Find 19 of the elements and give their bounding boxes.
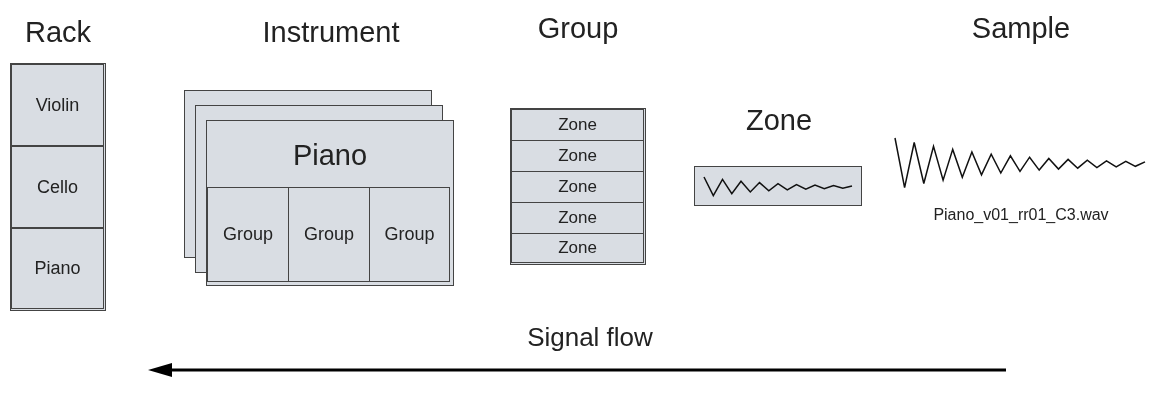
instrument-slot: Piano bbox=[11, 228, 104, 309]
column-heading: Sample bbox=[970, 11, 1072, 46]
column-heading: Instrument bbox=[261, 15, 401, 50]
instrument-slot: Cello bbox=[11, 146, 104, 228]
column-heading: Zone bbox=[744, 103, 814, 138]
zone-row: Zone bbox=[511, 202, 644, 234]
instrument-name: Piano bbox=[291, 138, 369, 173]
column-heading: Rack bbox=[23, 15, 93, 50]
flow-label: Signal flow bbox=[526, 322, 654, 353]
column-heading: Group bbox=[536, 11, 620, 46]
zone-row: Zone bbox=[511, 233, 644, 263]
zone-row: Zone bbox=[511, 140, 644, 172]
group-cell: Group bbox=[207, 187, 289, 282]
file-name: Piano_v01_rr01_C3.wav bbox=[932, 206, 1110, 224]
group-cell: Group bbox=[369, 187, 450, 282]
instrument-slot: Violin bbox=[11, 64, 104, 146]
zone-row: Zone bbox=[511, 171, 644, 203]
zone-row: Zone bbox=[511, 109, 644, 141]
group-cell: Group bbox=[288, 187, 370, 282]
